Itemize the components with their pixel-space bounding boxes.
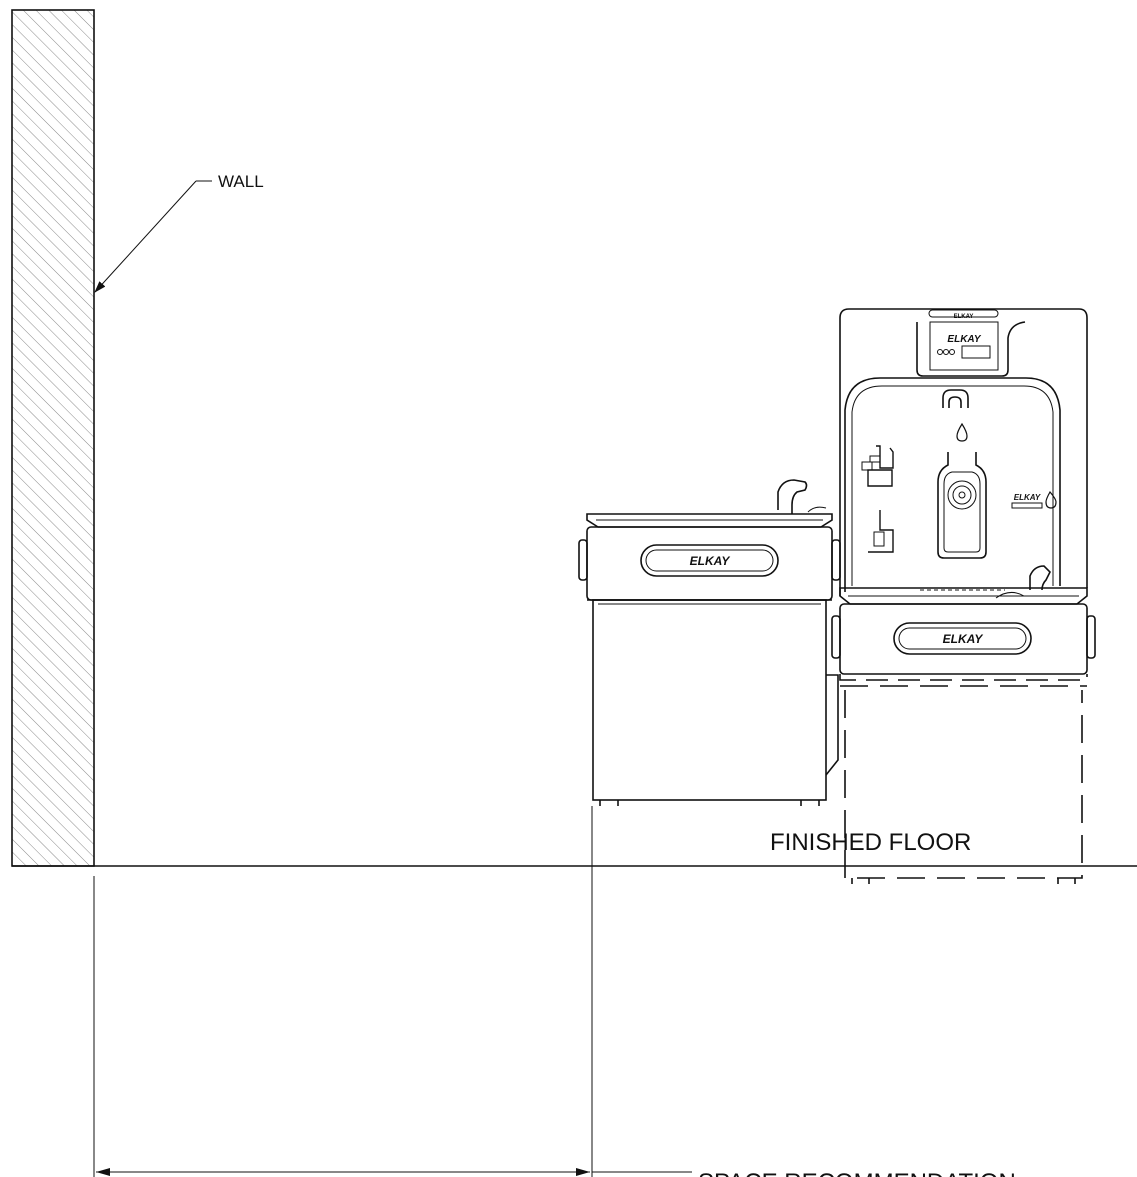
finished-floor-label: FINISHED FLOOR <box>770 829 971 856</box>
right-drinking-fountain <box>831 565 1096 884</box>
bottle-filler-badge: ELKAY <box>954 314 974 320</box>
space-recommendation-label: SPACE RECOMMENDATION <box>698 1169 1016 1177</box>
ezh2o-logo: ELKAY <box>1014 493 1041 502</box>
left-fountain-logo: ELKAY <box>690 554 731 568</box>
wall-label: WALL <box>218 172 264 191</box>
bottle-filler-display-logo: ELKAY <box>947 334 981 345</box>
right-fountain-logo: ELKAY <box>943 632 984 646</box>
bottle-filler-tower <box>839 308 1088 596</box>
space-recommendation-dimension <box>93 806 692 1177</box>
wall <box>11 9 95 867</box>
left-drinking-fountain <box>578 479 841 806</box>
wall-leader <box>94 180 212 293</box>
